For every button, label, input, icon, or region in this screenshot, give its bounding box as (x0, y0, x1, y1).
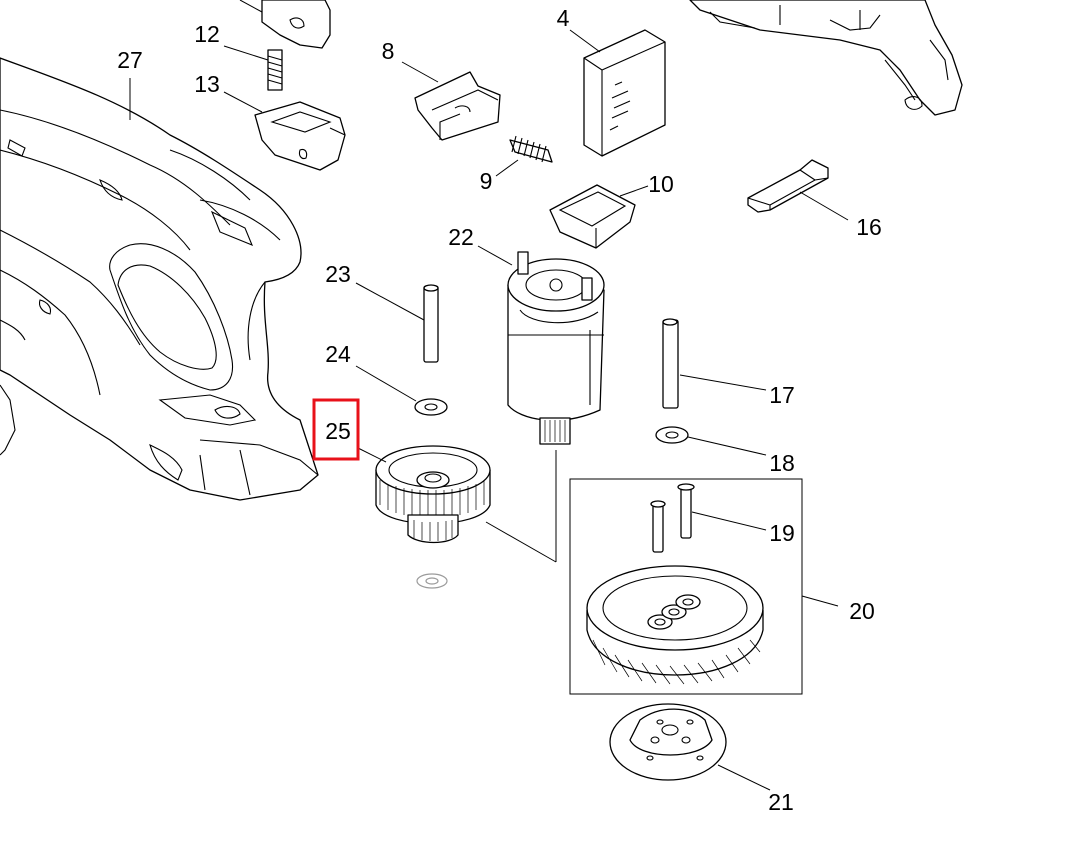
part-19-pins (650, 483, 695, 553)
part-8-switch (414, 71, 501, 141)
part-10-bracket (549, 184, 636, 249)
part-17-pin (662, 318, 679, 409)
part-25-gear (375, 445, 491, 544)
part-9-spring (509, 135, 553, 163)
label-part-9[interactable]: 9 (480, 168, 493, 194)
part-20-large-gear (586, 565, 764, 685)
label-part-23[interactable]: 23 (325, 261, 351, 287)
label-part-18[interactable]: 18 (769, 450, 795, 476)
label-part-20[interactable]: 20 (849, 598, 875, 624)
label-part-8[interactable]: 8 (382, 38, 395, 64)
part-13-button (254, 101, 346, 171)
label-part-12[interactable]: 12 (194, 21, 220, 47)
part-18-washer (655, 426, 689, 444)
label-part-10[interactable]: 10 (648, 171, 674, 197)
label-part-25[interactable]: 25 (325, 418, 351, 444)
part-4-controller (583, 29, 666, 157)
top-right-frame-part (689, 0, 963, 116)
label-part-22[interactable]: 22 (448, 224, 474, 250)
label-part-13[interactable]: 13 (194, 71, 220, 97)
label-part-19[interactable]: 19 (769, 520, 795, 546)
part-12-spring (267, 49, 283, 91)
label-part-17[interactable]: 17 (769, 382, 795, 408)
label-part-24[interactable]: 24 (325, 341, 351, 367)
highlight-box-part-25 (312, 398, 360, 461)
top-partial-part (261, 0, 331, 49)
label-part-21[interactable]: 21 (768, 789, 794, 815)
leader-lines (129, 0, 849, 791)
part-21-base-plate (609, 703, 727, 781)
label-part-27[interactable]: 27 (117, 47, 143, 73)
part-27-housing (0, 57, 319, 501)
part-16-block (747, 159, 829, 213)
part-22-motor (507, 251, 605, 445)
part-labels: 4 8 9 10 12 13 16 17 18 19 20 21 22 23 2… (117, 5, 882, 815)
label-part-16[interactable]: 16 (856, 214, 882, 240)
label-part-4[interactable]: 4 (557, 5, 570, 31)
faint-washer (416, 573, 448, 589)
part-20-assembly-box (569, 478, 803, 695)
part-23-pin (423, 284, 439, 363)
part-24-washer (414, 398, 448, 416)
